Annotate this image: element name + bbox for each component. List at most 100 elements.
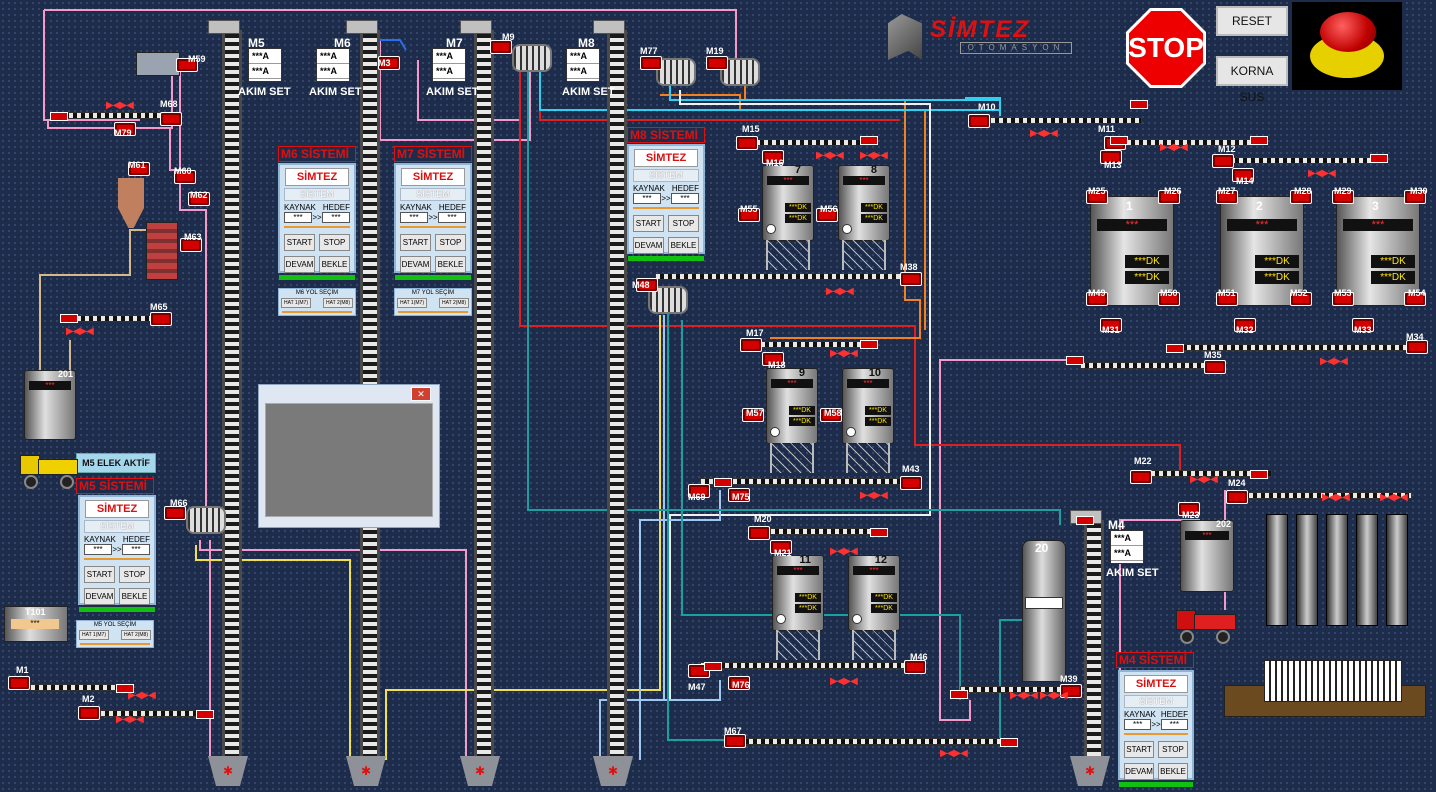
valve-icon[interactable] xyxy=(1166,344,1184,353)
motor-m56-icon[interactable] xyxy=(816,208,838,222)
motor-m23-icon[interactable] xyxy=(1178,502,1200,516)
kaynak-value[interactable]: *** xyxy=(633,193,661,204)
start-button[interactable]: START xyxy=(284,234,315,251)
motor-m32-icon[interactable] xyxy=(1234,318,1256,332)
motor-m62-icon[interactable] xyxy=(188,192,210,206)
motor-m19-icon[interactable] xyxy=(706,56,728,70)
akim-set-m8[interactable]: AKIM SET xyxy=(562,86,615,98)
hedef-value[interactable]: *** xyxy=(438,212,466,223)
motor-m15-icon[interactable] xyxy=(736,136,758,150)
stop-button-panel[interactable]: STOP xyxy=(119,566,150,583)
akim-set-m5[interactable]: AKIM SET xyxy=(238,86,291,98)
valve-icon[interactable] xyxy=(714,478,732,487)
kaynak-value[interactable]: *** xyxy=(400,212,428,223)
bekle-button[interactable]: BEKLE xyxy=(435,256,466,273)
motor-m33-icon[interactable] xyxy=(1352,318,1374,332)
motor-m68-icon[interactable] xyxy=(160,112,182,126)
valve-icon[interactable] xyxy=(1370,154,1388,163)
start-button[interactable]: START xyxy=(84,566,115,583)
valve-icon[interactable] xyxy=(860,340,878,349)
motor-m66-icon[interactable] xyxy=(164,506,186,520)
valve-icon[interactable] xyxy=(196,710,214,719)
valve-icon[interactable] xyxy=(1250,470,1268,479)
motor-m54-icon[interactable] xyxy=(1404,292,1426,306)
motor-m63-icon[interactable] xyxy=(180,238,202,252)
motor-m22-icon[interactable] xyxy=(1130,470,1152,484)
devam-button[interactable]: DEVAM xyxy=(400,256,431,273)
motor-m75-icon[interactable] xyxy=(728,488,750,502)
motor-m18-icon[interactable] xyxy=(762,352,784,366)
motor-m51-icon[interactable] xyxy=(1216,292,1238,306)
motor-m53-icon[interactable] xyxy=(1332,292,1354,306)
devam-button[interactable]: DEVAM xyxy=(1124,763,1154,780)
motor-m3-icon[interactable] xyxy=(378,56,400,70)
valve-icon[interactable] xyxy=(1130,100,1148,109)
motor-m27-icon[interactable] xyxy=(1216,190,1238,204)
reset-button[interactable]: RESET xyxy=(1216,6,1288,36)
hat2-button[interactable]: HAT 2(M8) xyxy=(323,298,353,308)
motor-m34-icon[interactable] xyxy=(1406,340,1428,354)
stop-button[interactable]: STOP xyxy=(1129,11,1203,85)
motor-m2-icon[interactable] xyxy=(78,706,100,720)
splitter-m77[interactable] xyxy=(656,58,696,86)
hat1-button[interactable]: HAT 1(M7) xyxy=(281,298,311,308)
motor-m58-icon[interactable] xyxy=(820,408,842,422)
hat2-button[interactable]: HAT 2(M8) xyxy=(439,298,469,308)
motor-m55-icon[interactable] xyxy=(738,208,760,222)
stop-button-panel[interactable]: STOP xyxy=(668,215,699,232)
m5-elek-aktif-button[interactable]: M5 ELEK AKTİF xyxy=(76,453,156,473)
splitter-m19[interactable] xyxy=(720,58,760,86)
popup-window[interactable]: ✕ xyxy=(258,384,440,528)
bekle-button[interactable]: BEKLE xyxy=(119,588,150,605)
bekle-button[interactable]: BEKLE xyxy=(319,256,350,273)
akim-set-m4[interactable]: AKIM SET xyxy=(1106,567,1159,579)
motor-m17-icon[interactable] xyxy=(740,338,762,352)
motor-m10-icon[interactable] xyxy=(968,114,990,128)
hedef-value[interactable]: *** xyxy=(122,544,150,555)
motor-m48-icon[interactable] xyxy=(636,278,658,292)
kaynak-value[interactable]: *** xyxy=(84,544,112,555)
motor-m59-icon[interactable] xyxy=(176,58,198,72)
motor-m12-icon[interactable] xyxy=(1212,154,1234,168)
devam-button[interactable]: DEVAM xyxy=(633,237,664,254)
motor-m39-icon[interactable] xyxy=(1060,684,1082,698)
motor-m67-icon[interactable] xyxy=(724,734,746,748)
stop-button-panel[interactable]: STOP xyxy=(319,234,350,251)
motor-m49-icon[interactable] xyxy=(1086,292,1108,306)
valve-icon[interactable] xyxy=(704,662,722,671)
motor-m43-icon[interactable] xyxy=(900,476,922,490)
motor-m9-icon[interactable] xyxy=(490,40,512,54)
valve-icon[interactable] xyxy=(1110,136,1128,145)
valve-icon[interactable] xyxy=(1076,516,1094,525)
akim-set-m6[interactable]: AKIM SET xyxy=(309,86,362,98)
close-icon[interactable]: ✕ xyxy=(411,387,431,401)
motor-m76-icon[interactable] xyxy=(728,676,750,690)
valve-icon[interactable] xyxy=(870,528,888,537)
hedef-value[interactable]: *** xyxy=(671,193,699,204)
start-button[interactable]: START xyxy=(400,234,431,251)
valve-icon[interactable] xyxy=(50,112,68,121)
splitter-m66[interactable] xyxy=(186,506,226,534)
hat1-button[interactable]: HAT 1(M7) xyxy=(397,298,427,308)
valve-icon[interactable] xyxy=(1066,356,1084,365)
hedef-value[interactable]: *** xyxy=(322,212,350,223)
motor-m25-icon[interactable] xyxy=(1086,190,1108,204)
motor-m28-icon[interactable] xyxy=(1290,190,1312,204)
motor-m77-icon[interactable] xyxy=(640,56,662,70)
akim-set-m7[interactable]: AKIM SET xyxy=(426,86,479,98)
bekle-button[interactable]: BEKLE xyxy=(1158,763,1188,780)
motor-m60-icon[interactable] xyxy=(174,170,196,184)
motor-m46-icon[interactable] xyxy=(904,660,926,674)
motor-m29-icon[interactable] xyxy=(1332,190,1354,204)
start-button[interactable]: START xyxy=(1124,741,1154,758)
valve-icon[interactable] xyxy=(1250,136,1268,145)
motor-m50-icon[interactable] xyxy=(1158,292,1180,306)
motor-m30-icon[interactable] xyxy=(1404,190,1426,204)
bekle-button[interactable]: BEKLE xyxy=(668,237,699,254)
motor-m1-icon[interactable] xyxy=(8,676,30,690)
motor-m14-icon[interactable] xyxy=(1232,168,1254,182)
motor-m20-icon[interactable] xyxy=(748,526,770,540)
motor-m31-icon[interactable] xyxy=(1100,318,1122,332)
kaynak-value[interactable]: *** xyxy=(1124,719,1152,730)
motor-m24-icon[interactable] xyxy=(1226,490,1248,504)
